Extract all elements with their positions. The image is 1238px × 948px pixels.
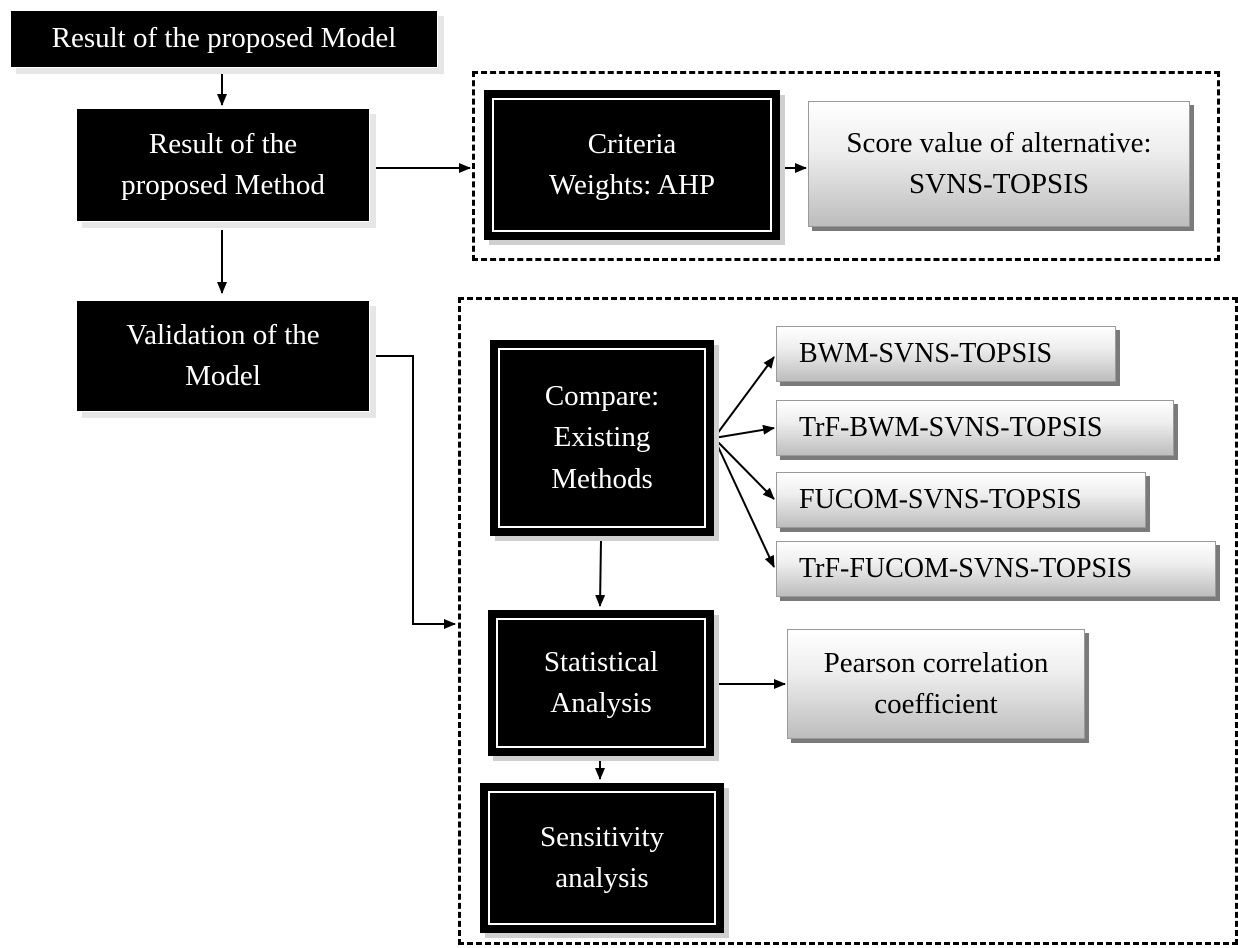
sensitivity-line-1: Sensitivity — [539, 820, 665, 853]
statistical-analysis-box: Statistical Analysis — [488, 610, 714, 756]
validation-line-2: Model — [185, 360, 261, 392]
validation-group-frame — [458, 297, 1238, 945]
compare-line-2: Existing — [553, 421, 651, 454]
criteria-line-1: Criteria — [587, 127, 677, 160]
pearson-line-1: Pearson correlation — [823, 646, 1049, 679]
compare-line-3: Methods — [551, 462, 653, 495]
compare-line-1: Compare: — [544, 380, 660, 413]
arrow-compare-to-trf-bwm — [713, 424, 775, 439]
score-line-1: Score value of alternative: — [846, 126, 1152, 159]
trf-bwm-svns-topsis-box: TrF-BWM-SVNS-TOPSIS — [776, 400, 1174, 456]
trf-bwm-label: TrF-BWM-SVNS-TOPSIS — [799, 412, 1103, 444]
validation-line-1: Validation of the — [126, 318, 320, 351]
score-value-box: Score value of alternative: SVNS-TOPSIS — [808, 101, 1190, 227]
bwm-label: BWM-SVNS-TOPSIS — [799, 338, 1053, 370]
criteria-weights-box: Criteria Weights: AHP — [484, 90, 780, 240]
score-line-2: SVNS-TOPSIS — [909, 168, 1089, 200]
statistical-line-2: Analysis — [550, 687, 652, 719]
arrow-compare-to-fucom — [713, 437, 775, 500]
criteria-line-2: Weights: AHP — [548, 169, 716, 201]
model-result-box: Result of the proposed Model — [10, 10, 438, 68]
statistical-line-1: Statistical — [543, 645, 659, 678]
method-result-box: Result of the proposed Method — [76, 108, 370, 222]
pearson-correlation-box: Pearson correlation coefficient — [787, 629, 1085, 739]
sensitivity-analysis-box: Sensitivity analysis — [480, 783, 724, 933]
arrow-compare-to-trf-fucom — [713, 437, 775, 568]
bwm-svns-topsis-box: BWM-SVNS-TOPSIS — [776, 326, 1116, 382]
method-result-line-1: Result of the — [148, 127, 298, 160]
pearson-line-2: coefficient — [874, 688, 998, 720]
compare-methods-box: Compare: Existing Methods — [490, 340, 714, 536]
method-result-line-2: proposed Method — [121, 169, 325, 201]
model-result-label: Result of the proposed Model — [51, 22, 397, 55]
sensitivity-line-2: analysis — [555, 862, 649, 894]
fucom-label: FUCOM-SVNS-TOPSIS — [799, 484, 1082, 516]
weighting-group-frame — [472, 71, 1220, 261]
trf-fucom-svns-topsis-box: TrF-FUCOM-SVNS-TOPSIS — [776, 541, 1216, 597]
arrow-compare-to-statistical — [595, 539, 606, 607]
arrow-validation-to-group — [372, 355, 456, 629]
validation-box: Validation of the Model — [76, 300, 370, 412]
trf-fucom-label: TrF-FUCOM-SVNS-TOPSIS — [799, 553, 1133, 585]
arrow-compare-to-bwm — [713, 356, 775, 439]
fucom-svns-topsis-box: FUCOM-SVNS-TOPSIS — [776, 472, 1146, 528]
